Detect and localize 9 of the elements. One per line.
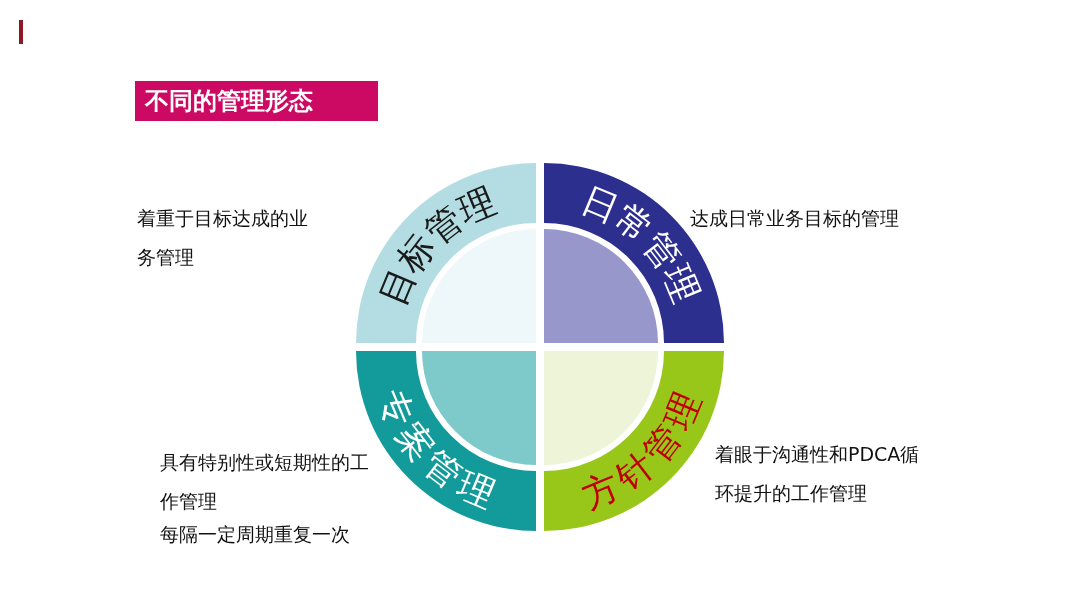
segment-label: 方针管理: [575, 382, 709, 516]
description-text: 达成日常业务目标的管理: [690, 206, 900, 229]
description-text: 每隔一定周期重复一次: [160, 522, 351, 547]
title-banner: 不同的管理形态: [135, 81, 378, 121]
description-text: 具有特别性或短期性的工作管理: [160, 450, 370, 514]
segment-label: 目标管理: [371, 178, 505, 312]
description-text: 着重于目标达成的业务管理: [137, 206, 309, 270]
description-text: 着眼于沟通性和PDCA循环提升的工作管理: [715, 442, 920, 506]
segment-label: 专案管理: [371, 382, 505, 516]
